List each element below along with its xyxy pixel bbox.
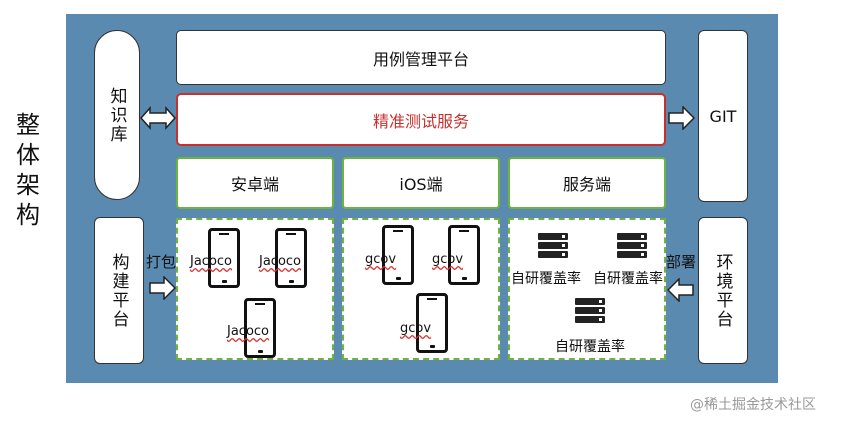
android-coverage-label: Jacoco [227,324,270,339]
phone-icon [416,293,448,353]
environment-platform-label: 环境平台 [712,252,733,329]
right-arrow-icon [149,276,176,300]
phone-icon [448,225,480,285]
precise-testing-box: 精准测试服务 [176,93,666,146]
server-icon [575,298,605,325]
server-column-label: 服务端 [562,175,611,194]
case-management-box: 用例管理平台 [176,30,666,85]
double-arrow-icon [140,106,176,130]
android-coverage-label: Jacoco [259,254,302,269]
watermark: @稀土掘金技术社区 [690,397,816,413]
architecture-title-text: 整体架构 [16,111,40,229]
build-platform-label: 构建平台 [108,252,129,329]
knowledge-base-pill: 知识库 [94,30,140,200]
build-platform-box: 构建平台 [94,217,144,364]
server-coverage-label: 自研覆盖率 [511,271,581,287]
left-arrow-icon [667,278,694,302]
server-icon [617,233,647,260]
architecture-title: 整体架构 [8,110,48,230]
server-device-area [508,218,666,360]
phone-icon [275,228,307,288]
git-label: GIT [709,106,737,126]
phone-icon [244,298,276,358]
git-box: GIT [698,30,748,202]
server-icon [538,233,568,260]
ios-coverage-label: gcov [432,252,464,267]
server-coverage-label: 自研覆盖率 [555,339,625,355]
ios-coverage-label: gcov [365,252,397,267]
knowledge-base-label: 知识库 [106,86,127,144]
environment-platform-box: 环境平台 [698,217,748,364]
server-column-head: 服务端 [508,157,666,209]
pack-label: 打包 [146,253,177,271]
right-arrow-icon [668,106,695,130]
android-column-label: 安卓端 [230,175,279,194]
precise-testing-label: 精准测试服务 [372,111,469,131]
case-management-label: 用例管理平台 [372,49,469,69]
ios-column-label: iOS端 [399,175,443,194]
deploy-label: 部署 [666,253,697,271]
ios-column-head: iOS端 [342,157,500,209]
server-coverage-label: 自研覆盖率 [593,271,663,287]
phone-icon [382,225,414,285]
android-coverage-label: Jacoco [190,254,233,269]
phone-icon [208,228,240,288]
ios-coverage-label: gcov [400,321,432,336]
android-column-head: 安卓端 [176,157,334,209]
